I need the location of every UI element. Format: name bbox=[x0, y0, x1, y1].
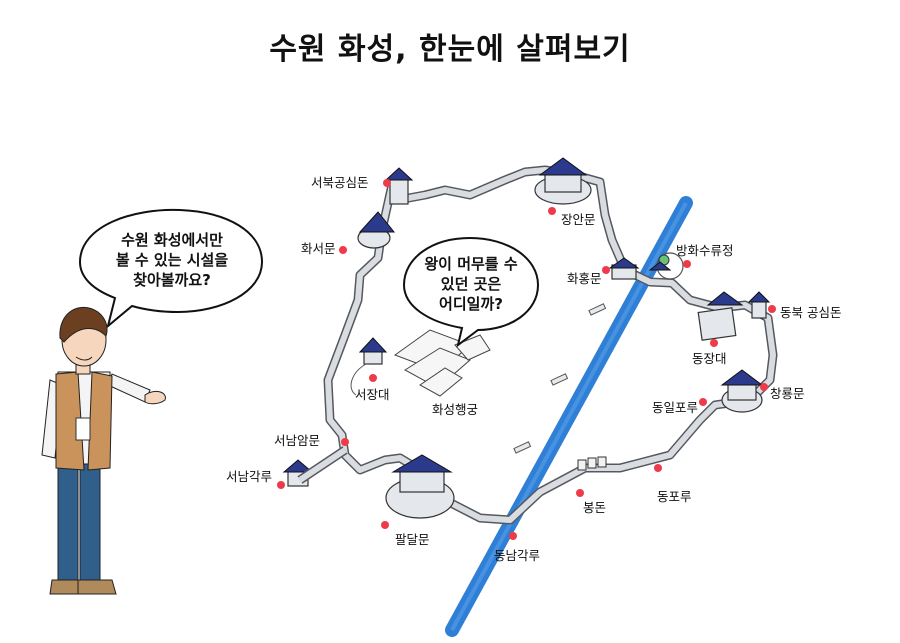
marker-seojangdae[interactable] bbox=[369, 374, 377, 382]
label-haenggung: 화성행궁 bbox=[432, 402, 479, 417]
palace-bubble-line-3: 어디일까? bbox=[439, 295, 503, 313]
guide-character bbox=[41, 306, 166, 595]
marker-dongjangdae[interactable] bbox=[710, 339, 718, 347]
haenggung-complex bbox=[393, 329, 491, 397]
hwahongmun-building bbox=[608, 257, 640, 280]
palace-bubble-line-2: 있던 곳은 bbox=[440, 275, 502, 293]
hwaseomun-building bbox=[357, 211, 396, 249]
marker-dongbuk-gongsimdon[interactable] bbox=[768, 305, 776, 313]
marker-bongdon[interactable] bbox=[576, 489, 584, 497]
marker-dongil-poru[interactable] bbox=[699, 398, 707, 406]
palace-bubble-line-1: 왕이 머무를 수 bbox=[424, 255, 518, 273]
guide-bubble-line-3: 찾아볼까요? bbox=[133, 271, 211, 289]
fortress-wall bbox=[323, 165, 778, 525]
label-dongil-poru: 동일포루 bbox=[652, 400, 699, 415]
marker-changnyongmun[interactable] bbox=[760, 383, 768, 391]
label-seobuk-gongsimdon: 서북공심돈 bbox=[311, 175, 369, 190]
palace-speech-bubble bbox=[402, 236, 540, 348]
marker-paldalmun[interactable] bbox=[381, 521, 389, 529]
palace-bubble-text: 왕이 머무를 수 있던 곳은 어디일까? bbox=[404, 254, 538, 314]
dongbuk-gongsimdon-building bbox=[747, 291, 771, 319]
marker-seonam-ammun[interactable] bbox=[341, 438, 349, 446]
guide-bubble-line-2: 볼 수 있는 시설을 bbox=[115, 251, 229, 269]
changnyongmun-building bbox=[720, 369, 764, 413]
label-hwahongmun: 화홍문 bbox=[567, 271, 602, 286]
marker-seobuk-gongsimdon[interactable] bbox=[383, 179, 391, 187]
marker-janganmun[interactable] bbox=[548, 207, 556, 215]
marker-banghwa-suryujeong[interactable] bbox=[683, 260, 691, 268]
label-dongporu: 동포루 bbox=[657, 489, 692, 504]
paldalmun-building bbox=[385, 454, 455, 519]
guide-speech-bubble bbox=[78, 208, 264, 329]
label-dongjangdae: 동장대 bbox=[692, 351, 727, 366]
seobuk-gongsimdon-building bbox=[384, 167, 414, 205]
label-hwaseomun: 화서문 bbox=[301, 241, 336, 256]
marker-seonam-gakru[interactable] bbox=[277, 481, 285, 489]
label-changnyongmun: 창룡문 bbox=[770, 386, 805, 401]
banghwa-suryujeong-building bbox=[648, 252, 684, 280]
bongdon-building bbox=[577, 456, 607, 471]
marker-hwahongmun[interactable] bbox=[602, 266, 610, 274]
label-dongbuk-gongsimdon: 동북 공심돈 bbox=[780, 305, 842, 320]
label-banghwa-suryujeong: 방화수류정 bbox=[676, 243, 734, 258]
label-janganmun: 장안문 bbox=[561, 212, 596, 227]
seojangdae-building bbox=[350, 337, 388, 396]
label-seonam-gakru: 서남각루 bbox=[226, 469, 273, 484]
marker-dongporu[interactable] bbox=[654, 464, 662, 472]
dongjangdae-building bbox=[697, 291, 744, 341]
label-dongnam-gakru: 동남각루 bbox=[494, 548, 541, 563]
label-paldalmun: 팔달문 bbox=[395, 532, 430, 547]
marker-dongnam-gakru[interactable] bbox=[509, 532, 517, 540]
label-bongdon: 봉돈 bbox=[583, 500, 607, 515]
guide-bubble-text: 수원 화성에서만 볼 수 있는 시설을 찾아볼까요? bbox=[92, 230, 252, 290]
marker-hwaseomun[interactable] bbox=[339, 246, 347, 254]
label-seonam-ammun: 서남암문 bbox=[274, 433, 321, 448]
label-seojangdae: 서장대 bbox=[355, 387, 390, 402]
guide-bubble-line-1: 수원 화성에서만 bbox=[121, 231, 223, 249]
page-title: 수원 화성, 한눈에 살펴보기 bbox=[269, 32, 631, 67]
seonam-gakru-building bbox=[282, 446, 348, 487]
janganmun-building bbox=[534, 157, 592, 205]
